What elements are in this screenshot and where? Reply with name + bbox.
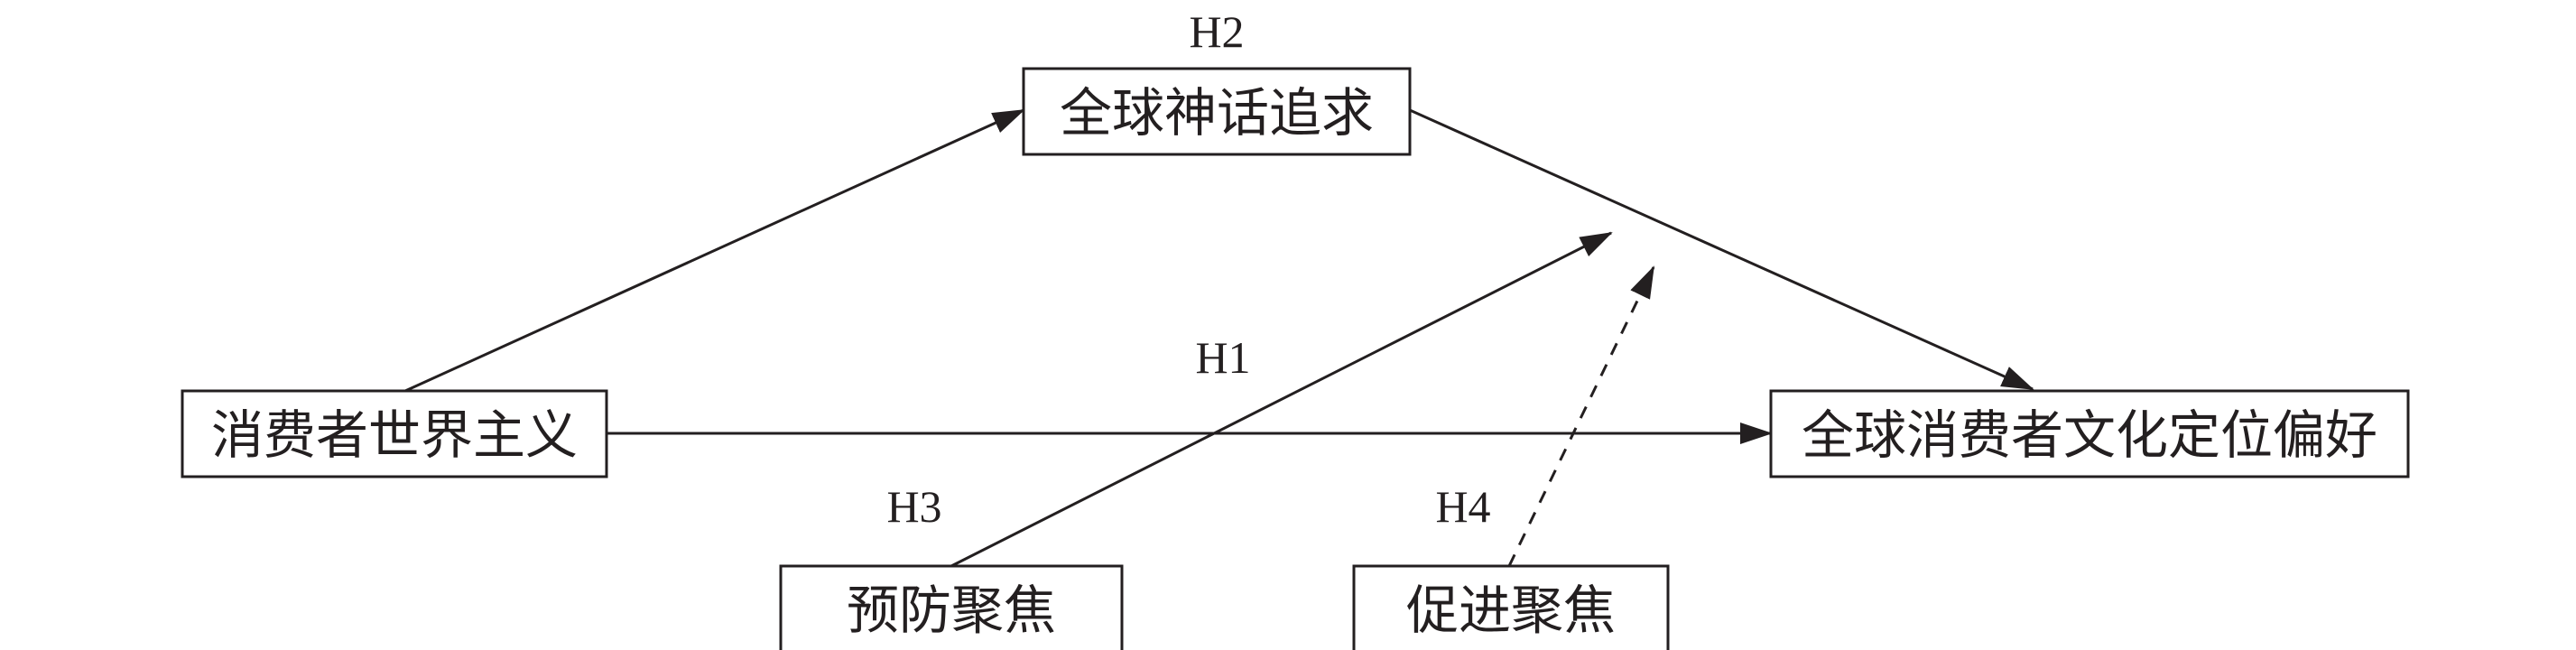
node-gcco-preference-label: 全球消费者文化定位偏好 xyxy=(1802,404,2377,466)
node-global-myth-pursuit-label: 全球神话追求 xyxy=(1060,82,1374,144)
node-promotion-focus-label: 促进聚焦 xyxy=(1406,580,1616,641)
node-gcco-preference: 全球消费者文化定位偏好 xyxy=(1769,389,2410,478)
hypothesis-label-h4: H4 xyxy=(1435,481,1490,532)
edge-h3-prevention-moderation xyxy=(950,231,1613,568)
hypothesis-label-h2: H2 xyxy=(1189,6,1244,57)
edge-h2b-myth-to-preference xyxy=(1409,108,2034,391)
node-promotion-focus: 促进聚焦 xyxy=(1352,564,1670,650)
node-prevention-focus: 预防聚焦 xyxy=(779,564,1124,650)
node-global-myth-pursuit: 全球神话追求 xyxy=(1022,67,1412,156)
hypothesis-label-h1: H1 xyxy=(1195,332,1250,383)
edge-h4-promotion-moderation xyxy=(1507,265,1655,567)
node-consumer-cosmopolitanism: 消费者世界主义 xyxy=(181,389,608,478)
node-consumer-cosmopolitanism-label: 消费者世界主义 xyxy=(211,404,578,466)
node-prevention-focus-label: 预防聚焦 xyxy=(847,580,1056,641)
edge-h2a-cosmopolitanism-to-myth xyxy=(404,108,1025,393)
hypothesis-label-h3: H3 xyxy=(886,481,941,532)
